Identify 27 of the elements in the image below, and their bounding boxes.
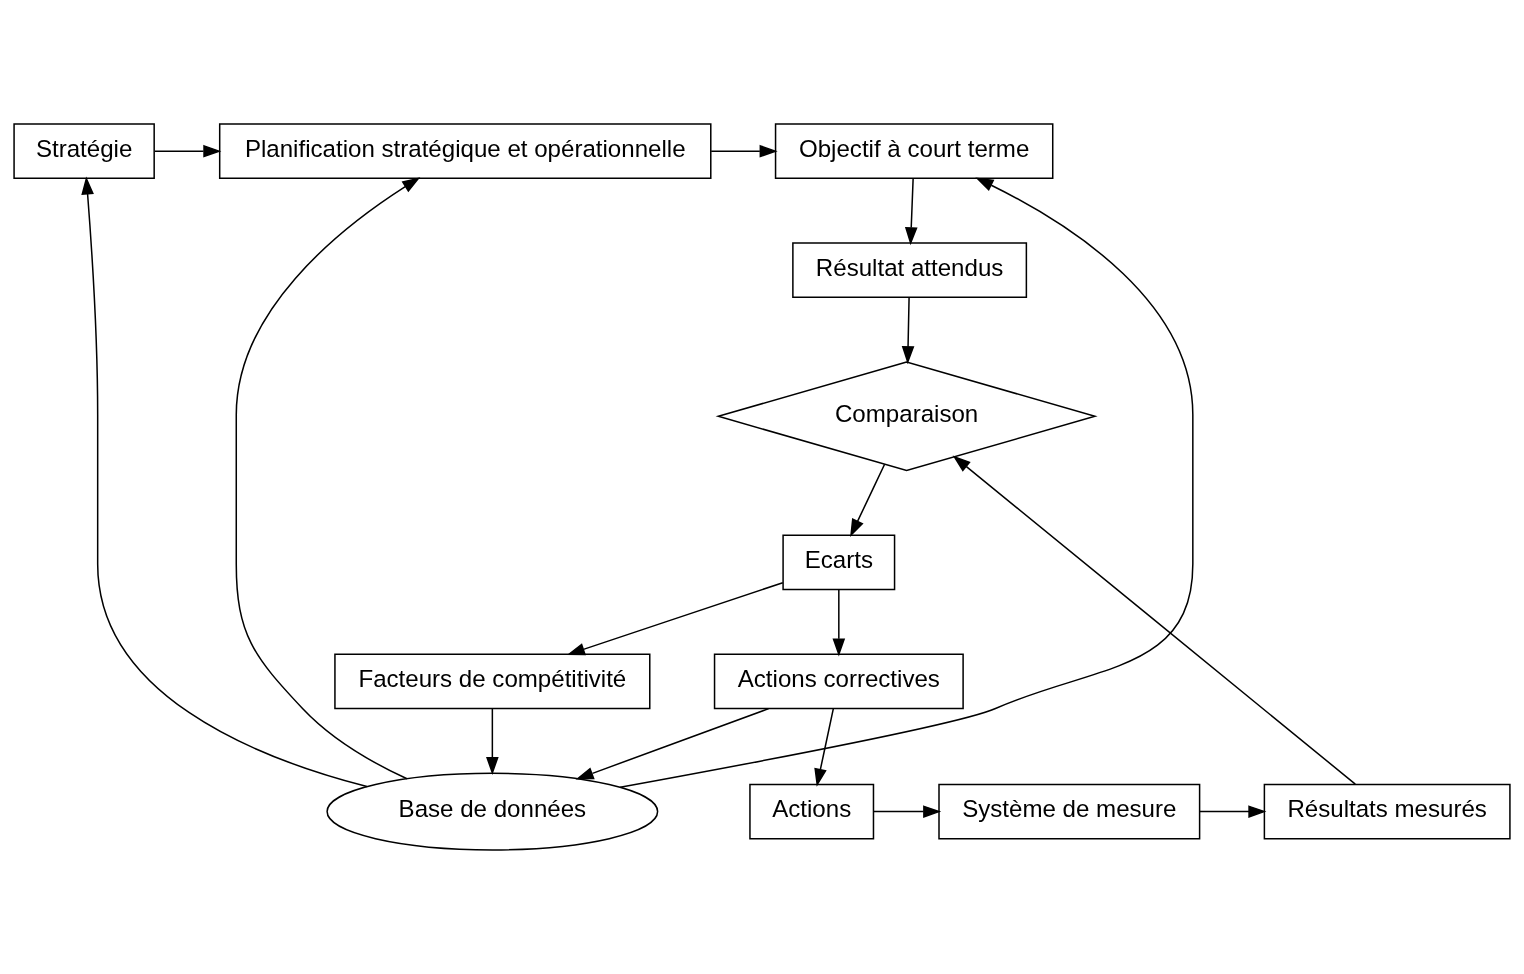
arrow bbox=[575, 707, 770, 780]
arrow bbox=[850, 463, 886, 538]
arrow bbox=[235, 177, 421, 780]
node-box: Actions bbox=[749, 783, 875, 840]
node-box: Facteurs de compétitivité bbox=[334, 653, 651, 710]
node-box: Résultats mesurés bbox=[1263, 783, 1511, 840]
node-box: Stratégie bbox=[13, 123, 155, 179]
arrow bbox=[710, 144, 778, 158]
arrow bbox=[566, 581, 784, 656]
node-box: Système de mesure bbox=[938, 783, 1201, 840]
arrow bbox=[486, 707, 499, 776]
arrow bbox=[619, 177, 1194, 788]
arrow bbox=[81, 176, 368, 788]
arrow bbox=[814, 707, 835, 787]
arrow bbox=[154, 144, 222, 158]
node-box: Objectif à court terme bbox=[774, 123, 1054, 179]
node-box: Actions correctives bbox=[713, 653, 964, 710]
arrow bbox=[952, 455, 1357, 785]
node-ellipse: Base de données bbox=[326, 772, 659, 851]
arrow bbox=[872, 805, 942, 818]
arrow bbox=[832, 588, 846, 657]
node-box: Résultat attendus bbox=[792, 242, 1028, 298]
arrow bbox=[904, 177, 918, 246]
arrow bbox=[1198, 805, 1267, 818]
node-box: Planification stratégique et opérationnelle bbox=[218, 123, 712, 179]
node-box: Ecarts bbox=[782, 534, 896, 591]
arrow bbox=[901, 297, 915, 365]
